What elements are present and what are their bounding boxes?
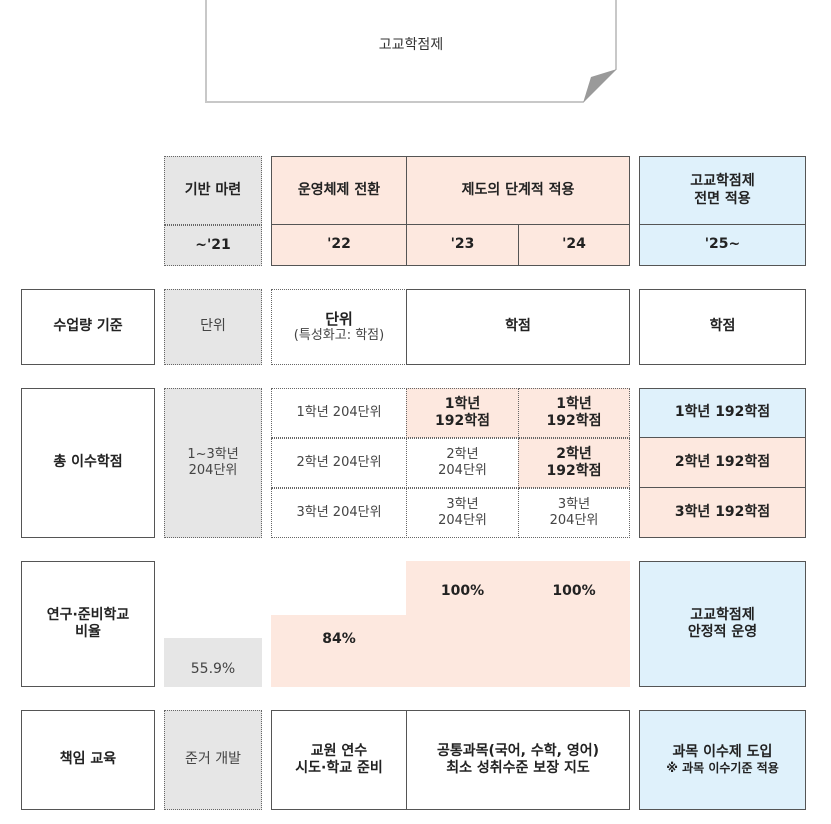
ratio-y24-value: 100% <box>552 583 596 599</box>
header-year-25: '25~ <box>639 224 806 266</box>
ratio-y21-bar: 55.9% <box>164 638 262 687</box>
header-phase-transition-label: 운영체제 전환 <box>297 181 381 198</box>
credits-y25-grade3: 3학년 192학점 <box>639 487 806 538</box>
page-fold-icon <box>583 69 617 103</box>
row-label-credits-text: 총 이수학점 <box>53 454 123 471</box>
ratio-y25-line1: 고교학점제 <box>690 606 755 623</box>
credits-y25-grade3-text: 3학년 192학점 <box>674 503 771 520</box>
credits-y25-grade2: 2학년 192학점 <box>639 437 806 488</box>
credits-y23-grade2: 2학년 204단위 <box>406 438 519 488</box>
instruction-y22-main: 단위 <box>325 309 353 328</box>
ratio-y24-bar: 100% <box>518 561 630 687</box>
header-phase-full-line1: 고교학점제 <box>690 173 755 189</box>
ratio-y21-value: 55.9% <box>190 660 236 677</box>
credits-y24-grade1-line2: 192학점 <box>546 413 602 429</box>
responsibility-y23-24: 공통과목(국어, 수학, 영어) 최소 성취수준 보장 지도 <box>406 710 630 810</box>
credits-y21-line2: 204단위 <box>188 463 238 478</box>
header-phase-transition: 운영체제 전환 <box>271 156 407 225</box>
title-box: 고교학점제 <box>205 0 617 103</box>
header-phase-gradual: 제도의 단계적 적용 <box>406 156 630 225</box>
header-year-22: '22 <box>271 224 407 266</box>
instruction-y23-24-text: 학점 <box>505 318 531 335</box>
credits-y22-grade1-text: 1학년 204단위 <box>296 404 382 420</box>
responsibility-y25-line1: 과목 이수제 도입 <box>672 743 773 760</box>
credits-y23-grade2-line2: 204단위 <box>438 463 487 478</box>
responsibility-y22-line1: 교원 연수 <box>310 742 368 759</box>
header-phase-full-line2: 전면 적용 <box>694 190 751 207</box>
header-year-22-label: '22 <box>327 236 351 253</box>
instruction-y22: 단위 (특성화고: 학점) <box>271 289 407 365</box>
header-year-21-label: ~'21 <box>195 236 231 253</box>
header-year-24: '24 <box>518 224 630 266</box>
credits-y25-grade2-text: 2학년 192학점 <box>674 453 771 470</box>
header-phase-full: 고교학점제 전면 적용 <box>639 156 806 225</box>
instruction-y23-24: 학점 <box>406 289 630 365</box>
header-phase-foundation-label: 기반 마련 <box>184 181 242 198</box>
ratio-y25-line2: 안정적 운영 <box>687 624 758 640</box>
credits-y24-grade2-line1: 2학년 <box>556 445 592 462</box>
header-year-23: '23 <box>406 224 519 266</box>
header-year-25-label: '25~ <box>704 236 741 253</box>
credits-y24-grade1: 1학년 192학점 <box>518 388 630 438</box>
row-label-ratio-line2: 비율 <box>75 624 101 640</box>
header-year-24-label: '24 <box>562 236 586 253</box>
ratio-y23-bar: 100% <box>406 561 519 687</box>
credits-y22-grade3: 3학년 204단위 <box>271 488 407 538</box>
responsibility-y23-24-line1: 공통과목(국어, 수학, 영어) <box>437 742 599 759</box>
responsibility-y22: 교원 연수 시도·학교 준비 <box>271 710 407 810</box>
instruction-y25: 학점 <box>639 289 806 365</box>
responsibility-y21: 준거 개발 <box>164 710 262 810</box>
row-label-ratio: 연구·준비학교 비율 <box>21 561 155 687</box>
credits-y24-grade1-line1: 1학년 <box>556 395 592 412</box>
row-label-instruction: 수업량 기준 <box>21 289 155 365</box>
ratio-y22-value: 84% <box>322 631 356 647</box>
credits-y22-grade1: 1학년 204단위 <box>271 388 407 438</box>
credits-y23-grade1-line1: 1학년 <box>444 395 481 412</box>
instruction-y25-text: 학점 <box>709 318 736 335</box>
credits-y24-grade3: 3학년 204단위 <box>518 488 630 538</box>
row-label-responsibility-text: 책임 교육 <box>59 751 117 768</box>
responsibility-y21-text: 준거 개발 <box>185 751 241 768</box>
header-phase-gradual-label: 제도의 단계적 적용 <box>461 181 575 198</box>
credits-y25-grade1: 1학년 192학점 <box>639 388 806 438</box>
ratio-y23-value: 100% <box>440 583 485 599</box>
credits-y22-grade3-text: 3학년 204단위 <box>296 504 382 520</box>
header-year-21: ~'21 <box>164 225 262 266</box>
credits-y22-grade2-text: 2학년 204단위 <box>296 454 382 470</box>
ratio-y22-bar: 84% <box>271 615 407 687</box>
responsibility-y22-line2: 시도·학교 준비 <box>295 760 383 776</box>
credits-y24-grade3-line1: 3학년 <box>557 496 591 512</box>
credits-y23-grade1-line2: 192학점 <box>435 413 490 429</box>
row-label-ratio-line1: 연구·준비학교 <box>46 606 130 623</box>
credits-y22-grade2: 2학년 204단위 <box>271 438 407 488</box>
credits-y23-grade3-line2: 204단위 <box>438 513 487 528</box>
credits-y21-line1: 1~3학년 <box>187 446 239 462</box>
credits-y23-grade3-line1: 3학년 <box>446 496 479 512</box>
responsibility-y23-24-line2: 최소 성취수준 보장 지도 <box>446 760 590 776</box>
instruction-y21: 단위 <box>164 289 262 365</box>
responsibility-y25: 과목 이수제 도입 ※ 과목 이수기준 적용 <box>639 710 806 810</box>
ratio-y25: 고교학점제 안정적 운영 <box>639 561 806 687</box>
credits-y23-grade3: 3학년 204단위 <box>406 488 519 538</box>
responsibility-y25-line2: ※ 과목 이수기준 적용 <box>666 761 779 776</box>
credits-y25-grade1-text: 1학년 192학점 <box>674 404 771 421</box>
row-label-responsibility: 책임 교육 <box>21 710 155 810</box>
credits-y24-grade2: 2학년 192학점 <box>518 438 630 488</box>
instruction-y21-text: 단위 <box>200 318 226 335</box>
header-phase-foundation: 기반 마련 <box>164 156 262 225</box>
credits-y24-grade3-line2: 204단위 <box>549 513 599 528</box>
header-year-23-label: '23 <box>450 236 475 253</box>
credits-y21: 1~3학년 204단위 <box>164 388 262 538</box>
credits-y23-grade2-line1: 2학년 <box>446 446 479 462</box>
row-label-credits: 총 이수학점 <box>21 388 155 538</box>
instruction-y22-note: (특성화고: 학점) <box>293 328 385 344</box>
credits-y24-grade2-line2: 192학점 <box>546 463 602 479</box>
row-label-instruction-text: 수업량 기준 <box>53 318 123 335</box>
page-title: 고교학점제 <box>378 36 444 53</box>
credits-y23-grade1: 1학년 192학점 <box>406 388 519 438</box>
